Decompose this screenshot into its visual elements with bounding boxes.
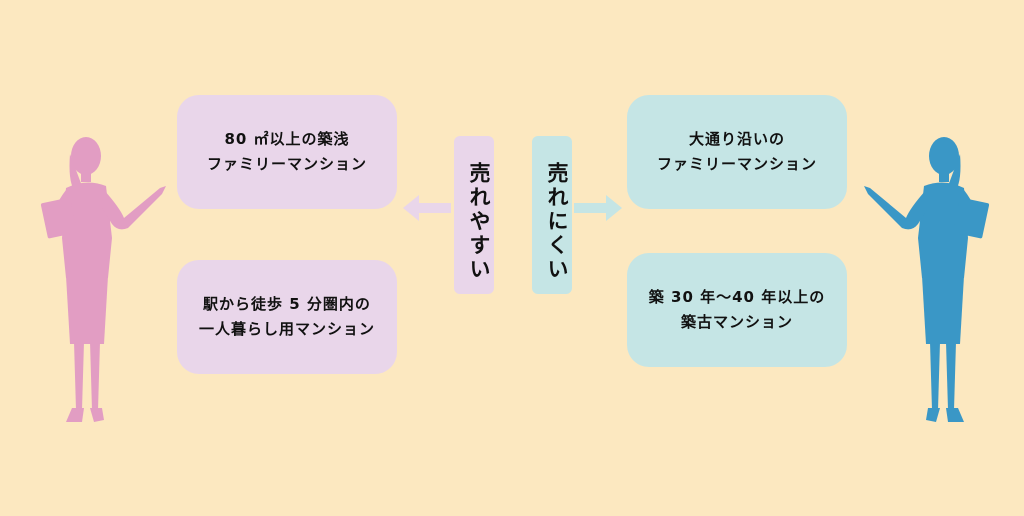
businesswoman-silhouette-icon [28,128,168,432]
item-line: 築古マンション [680,313,793,331]
sell-easy-item-2: 駅から徒歩 5 分圏内の 一人暮らし用マンション [177,260,397,374]
item-line: ファミリーマンション [656,155,817,173]
sell-hard-label: 売れにくい [532,136,572,294]
item-line: ファミリーマンション [206,155,367,173]
sell-hard-item-1: 大通り沿いの ファミリーマンション [627,95,847,209]
item-line: 80 ㎡以上の築浅 [224,130,350,148]
businesswoman-silhouette-icon [862,128,1002,432]
item-line: 一人暮らし用マンション [198,320,375,338]
item-line: 駅から徒歩 5 分圏内の [203,295,371,313]
arrow-right-icon [574,193,624,227]
sell-easy-label: 売れやすい [454,136,494,294]
sell-hard-item-2: 築 30 年〜40 年以上の 築古マンション [627,253,847,367]
sell-easy-item-1: 80 ㎡以上の築浅 ファミリーマンション [177,95,397,209]
item-line: 築 30 年〜40 年以上の [648,288,826,306]
arrow-left-icon [403,193,453,227]
item-line: 大通り沿いの [688,130,785,148]
